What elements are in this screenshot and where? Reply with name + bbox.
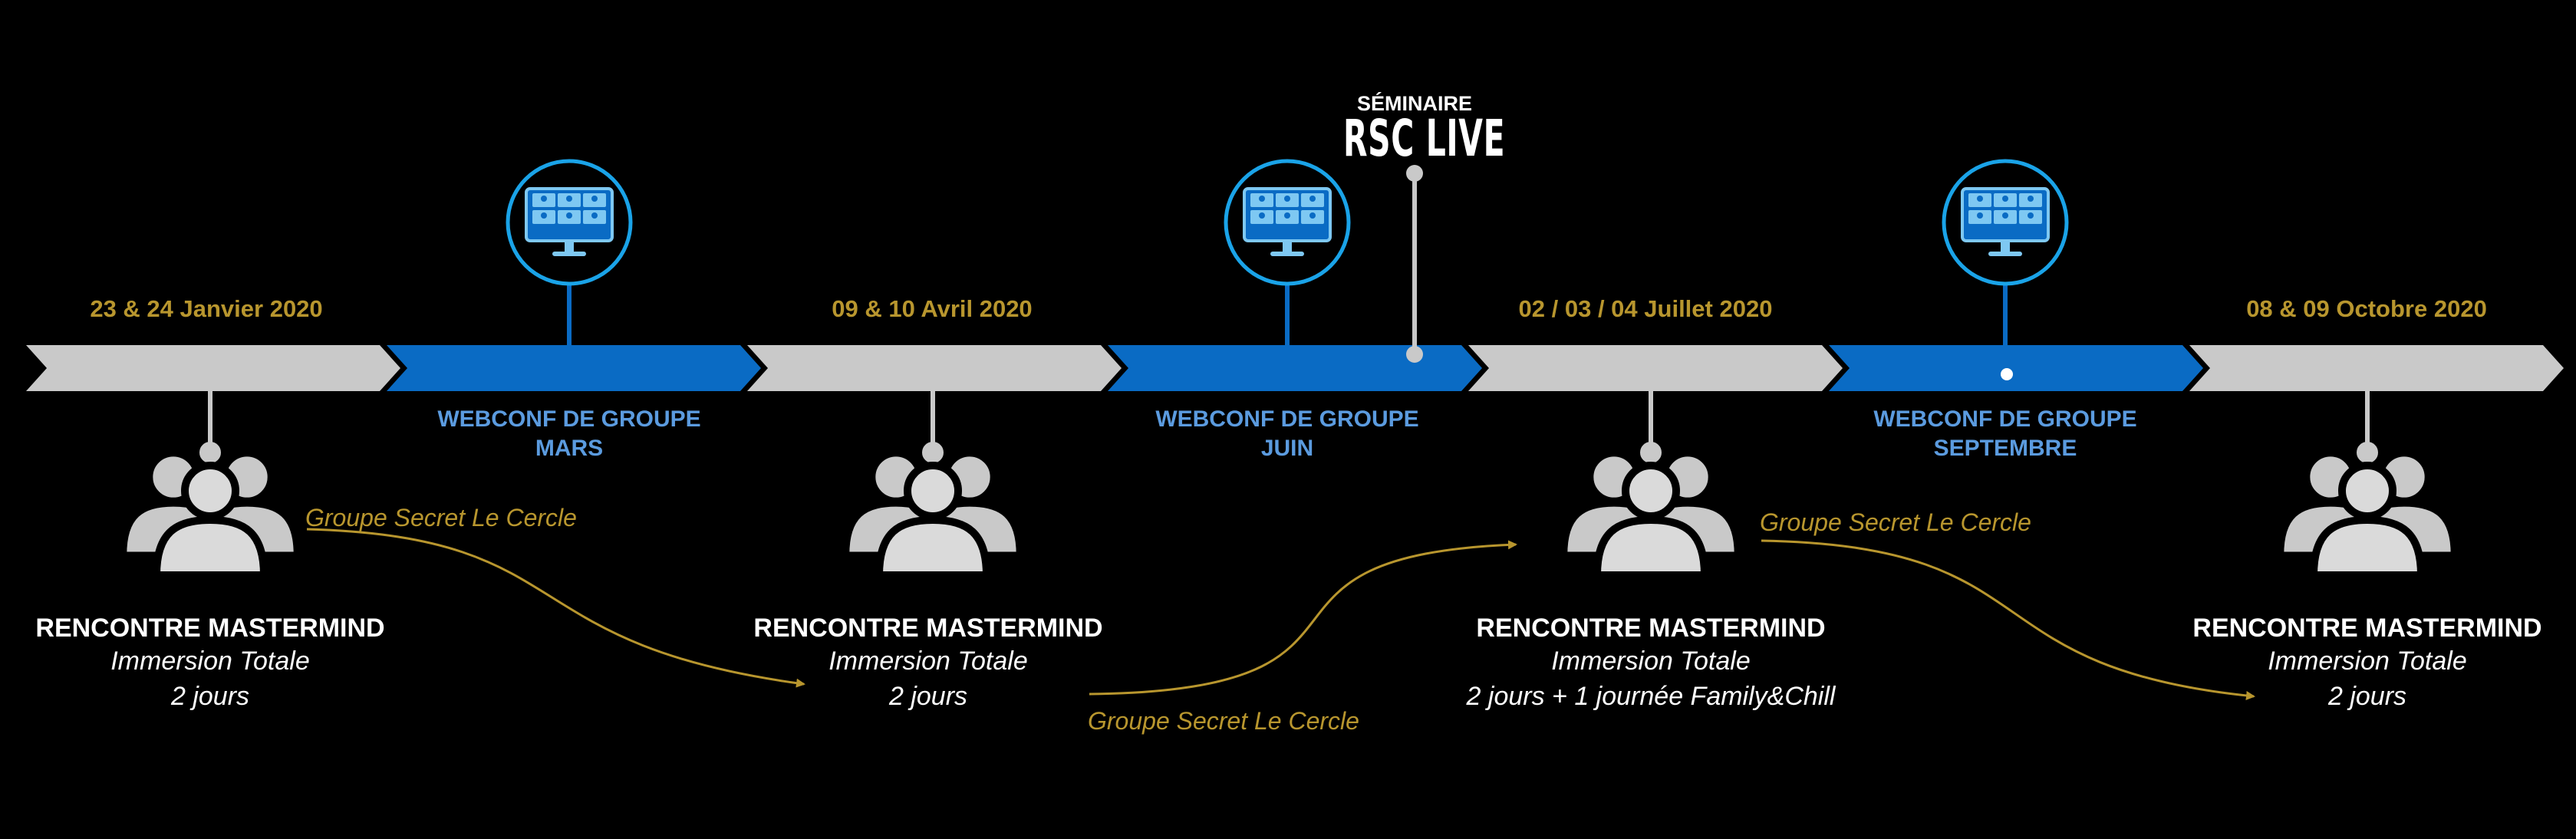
mastermind-title: RENCONTRE MASTERMIND (2192, 614, 2542, 643)
date-label-juillet: 02 / 03 / 04 Juillet 2020 (1518, 295, 1773, 322)
webconf-label-juin: WEBCONF DE GROUPE JUIN (1134, 405, 1441, 463)
mastermind-duration: 2 jours (888, 682, 968, 711)
webconf-title: WEBCONF DE GROUPE (437, 406, 701, 432)
timeline-segment-juillet (1468, 345, 1843, 391)
video-conference-monitor-icon (1226, 161, 1349, 284)
timeline-segment-octobre (2189, 345, 2564, 391)
date-label-janvier: 23 & 24 Janvier 2020 (90, 295, 323, 322)
seminaire-connector (1406, 165, 1423, 363)
timeline-segment-mars (387, 345, 761, 391)
webconf-month: JUIN (1260, 436, 1314, 461)
mastermind-subtitle: Immersion Totale (828, 647, 1028, 676)
mastermind-block-4: RENCONTRE MASTERMIND Immersion Totale 2 … (2176, 614, 2559, 714)
groupe-arrow-3 (1761, 539, 2255, 700)
people-group-icon (124, 454, 297, 575)
date-label-octobre: 08 & 09 Octobre 2020 (2246, 295, 2487, 322)
mastermind-subtitle: Immersion Totale (2268, 647, 2467, 676)
webconf-label-mars: WEBCONF DE GROUPE MARS (416, 405, 723, 463)
mastermind-subtitle: Immersion Totale (110, 647, 310, 676)
groupe-secret-label-2: Groupe Secret Le Cercle (1088, 707, 1359, 735)
people-group-icon (2281, 454, 2454, 575)
seminaire-label: SÉMINAIRE (1356, 92, 1473, 115)
mastermind-block-2: RENCONTRE MASTERMIND Immersion Totale 2 … (736, 614, 1120, 714)
date-label-avril: 09 & 10 Avril 2020 (832, 295, 1033, 322)
webconf-title: WEBCONF DE GROUPE (1873, 406, 2137, 432)
timeline-segment-janvier (26, 345, 400, 391)
mastermind-duration: 2 jours + 1 journée Family&Chill (1466, 682, 1836, 711)
mastermind-title: RENCONTRE MASTERMIND (753, 614, 1103, 643)
timeline-dot (2001, 368, 2013, 380)
webconf-title: WEBCONF DE GROUPE (1155, 406, 1419, 432)
mastermind-block-3: RENCONTRE MASTERMIND Immersion Totale 2 … (1382, 614, 1919, 714)
mastermind-title: RENCONTRE MASTERMIND (1476, 614, 1826, 643)
mastermind-duration: 2 jours (2327, 682, 2407, 711)
groupe-secret-label-3: Groupe Secret Le Cercle (1760, 508, 2031, 536)
mastermind-duration: 2 jours (170, 682, 250, 711)
people-group-icon (847, 454, 1020, 575)
timeline-segment-juin (1108, 345, 1482, 391)
video-conference-monitor-icon (508, 161, 631, 284)
groupe-arrow-2 (1089, 540, 1517, 696)
timeline-segment-septembre (1829, 345, 2203, 391)
timeline-bar (26, 345, 2564, 391)
mastermind-subtitle: Immersion Totale (1551, 647, 1751, 676)
seminaire-title: RSC LIVE (1343, 109, 1506, 168)
webconf-month: MARS (535, 436, 604, 461)
timeline-segment-avril (747, 345, 1122, 391)
video-conference-monitor-icon (1944, 161, 2067, 284)
mastermind-block-1: RENCONTRE MASTERMIND Immersion Totale 2 … (18, 614, 402, 714)
groupe-arrow-1 (306, 528, 805, 688)
webconf-label-septembre: WEBCONF DE GROUPE SEPTEMBRE (1852, 405, 2159, 463)
people-group-icon (1565, 454, 1738, 575)
mastermind-title: RENCONTRE MASTERMIND (35, 614, 385, 643)
groupe-secret-label-1: Groupe Secret Le Cercle (305, 504, 577, 531)
webconf-month: SEPTEMBRE (1933, 436, 2077, 461)
